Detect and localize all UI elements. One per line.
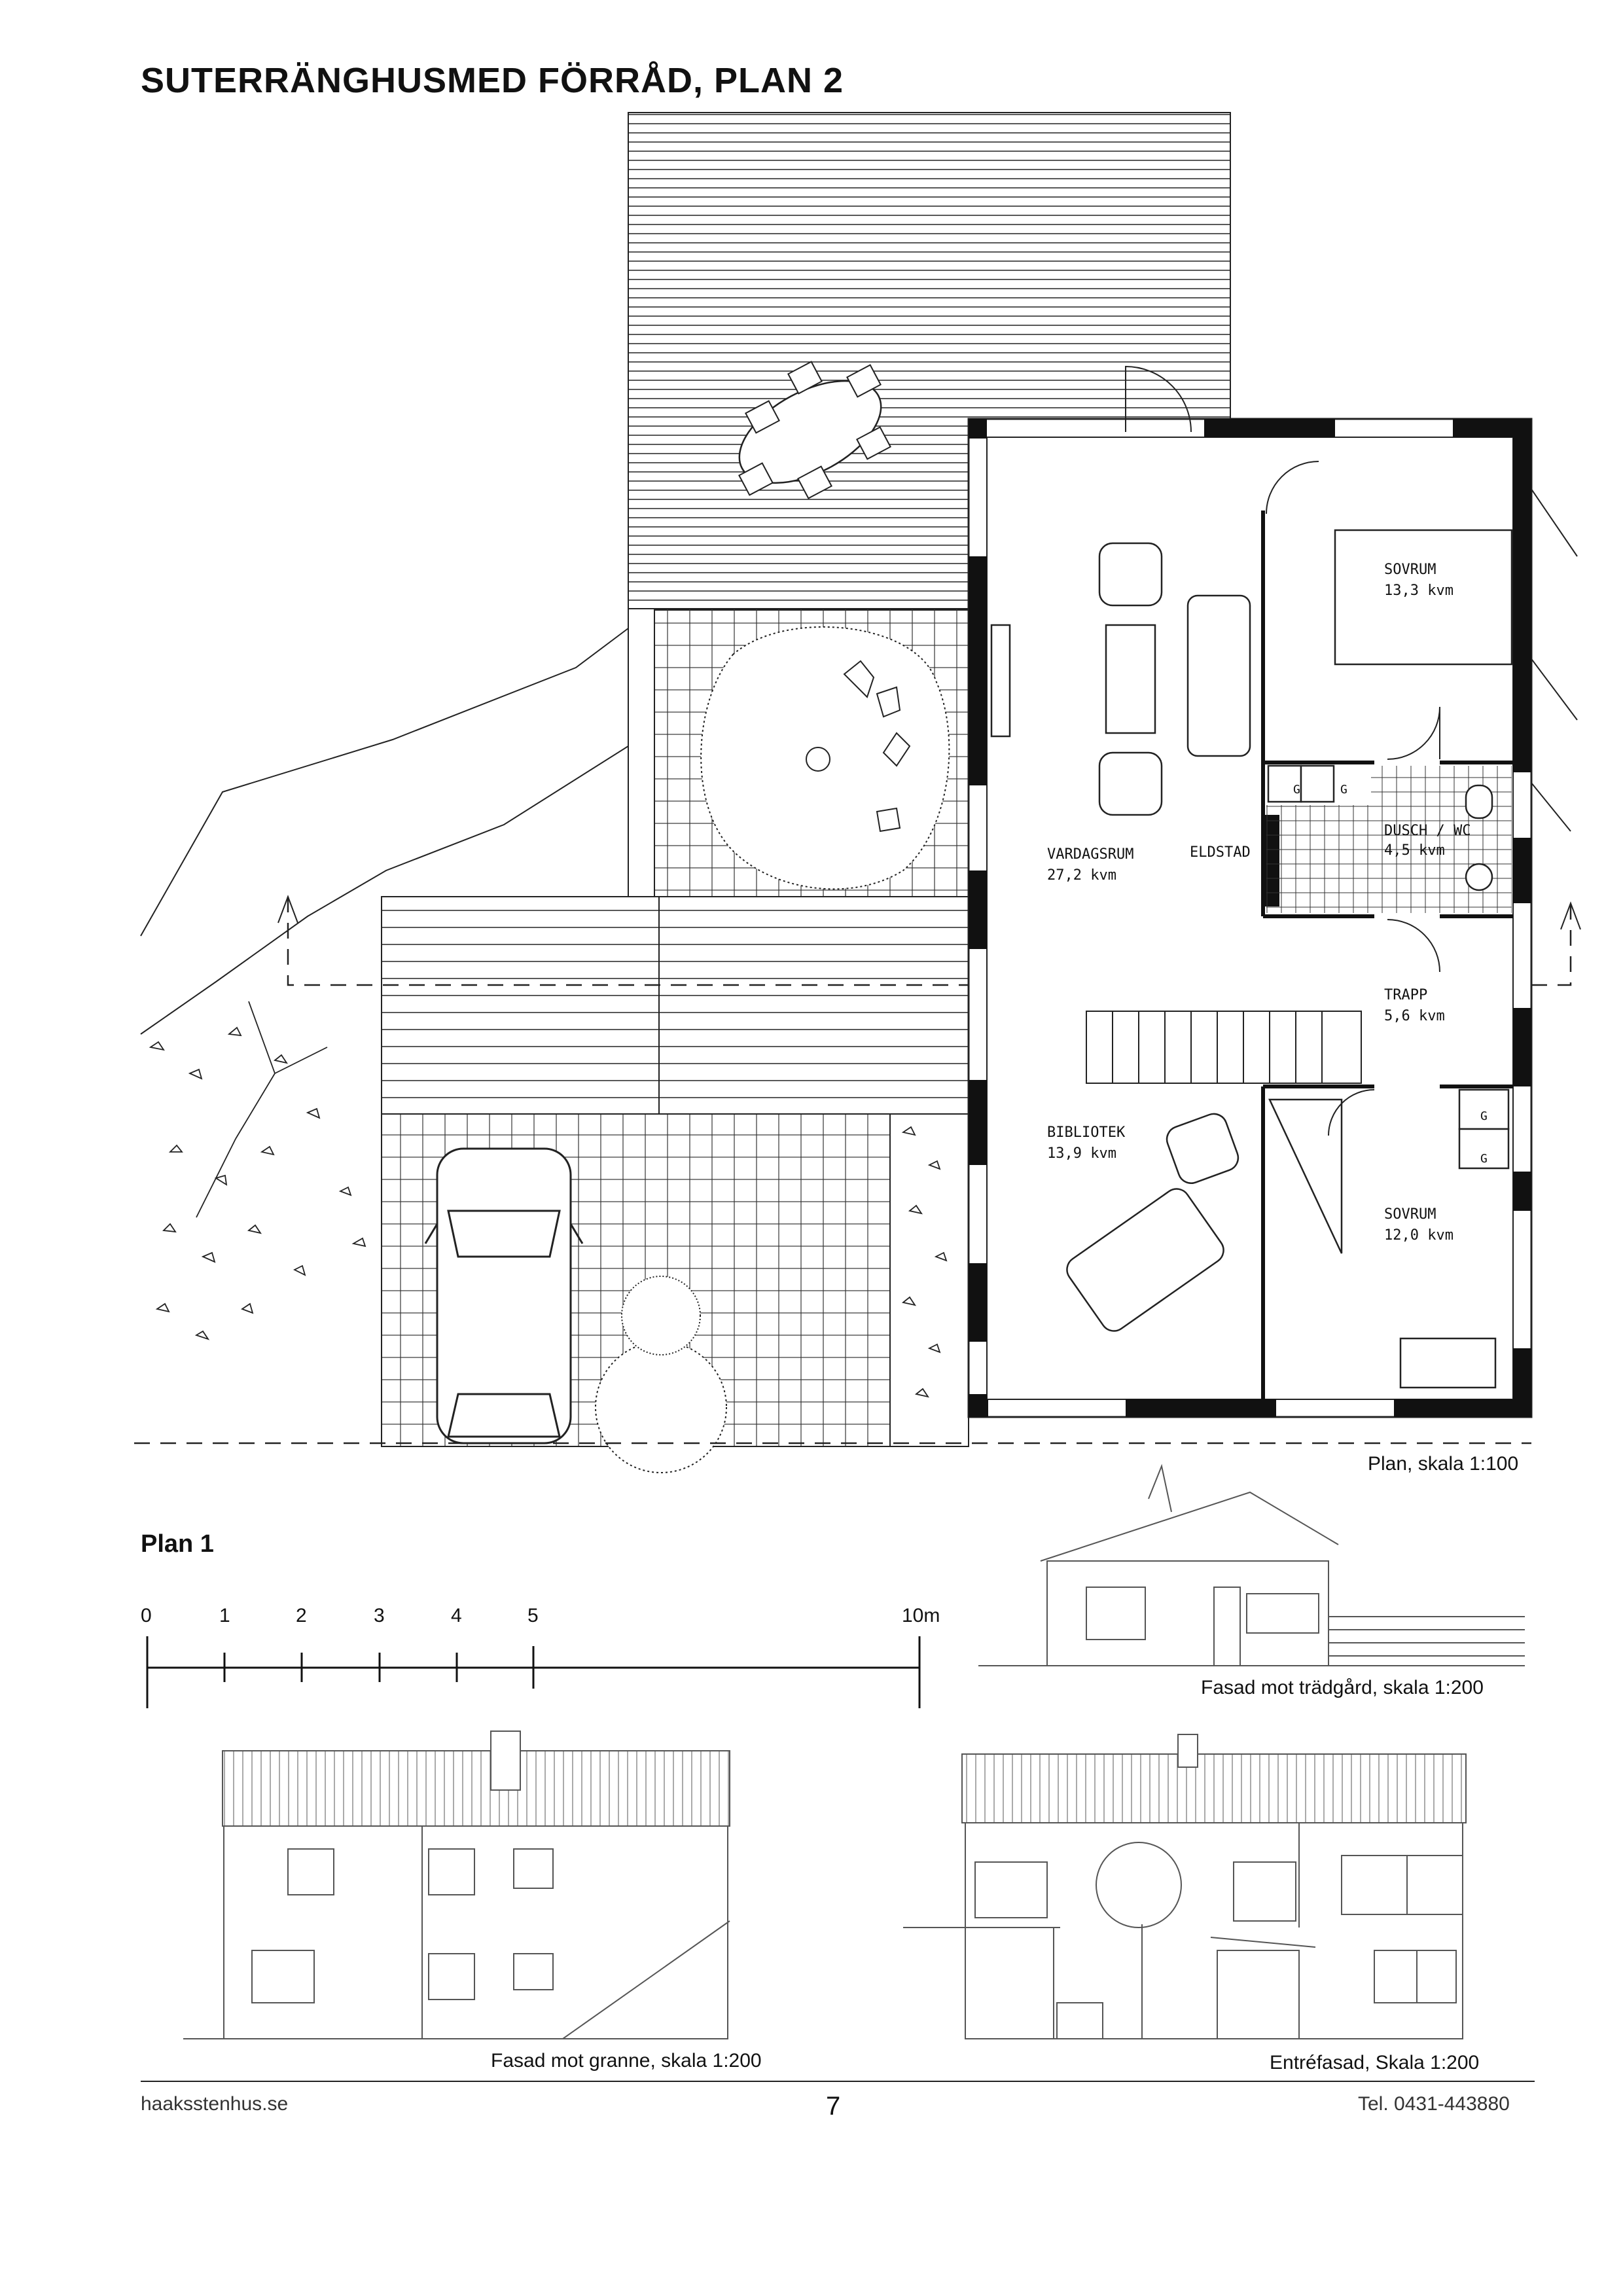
- plan-caption: Plan, skala 1:100: [1368, 1453, 1519, 1475]
- scale-bar: [146, 1636, 921, 1708]
- toilet: [1465, 784, 1493, 819]
- room-label-sovrum-2: SOVRUM 12,0 kvm: [1384, 1206, 1454, 1244]
- scale-tick-label: 4: [451, 1605, 462, 1626]
- tv-unit: [990, 624, 1011, 738]
- reading-chair: [1166, 1113, 1240, 1184]
- house-walls: [967, 365, 1533, 1418]
- garden-facade: [978, 1463, 1525, 1666]
- carport-roof: [381, 896, 969, 1115]
- room-label-bibliotek: BIBLIOTEK 13,9 kvm: [1047, 1124, 1126, 1162]
- scale-heading: Plan 1: [141, 1530, 214, 1558]
- scale-tick-label: 3: [374, 1605, 385, 1626]
- room-label-trapp: TRAPP 5,6 kvm: [1384, 987, 1445, 1024]
- desk: [1399, 1337, 1497, 1389]
- armchair: [1098, 751, 1163, 816]
- scale-tick-label: 2: [296, 1605, 307, 1626]
- neighbour-facade-caption: Fasad mot granne, skala 1:200: [491, 2050, 762, 2072]
- wardrobe-label: G: [1480, 1109, 1488, 1123]
- terrain-contour: [1527, 778, 1571, 832]
- terrain-contour: [1527, 654, 1578, 721]
- sofa: [1186, 594, 1251, 757]
- neighbour-facade: [183, 1731, 730, 2039]
- garden-facade-caption: Fasad mot trädgård, skala 1:200: [1201, 1677, 1484, 1698]
- room-label-dusch-wc: DUSCH / WC 4,5 kvm: [1384, 823, 1471, 859]
- page-title: SUTERRÄNGHUSMED FÖRRÅD, PLAN 2: [141, 61, 844, 100]
- entrance-facade: [903, 1734, 1467, 2039]
- wardrobe: [1458, 1128, 1510, 1170]
- wardrobe-label: G: [1340, 783, 1347, 797]
- scale-tick-label: 0: [141, 1605, 152, 1626]
- dining-table: [738, 380, 882, 484]
- wardrobe: [1458, 1088, 1510, 1130]
- terrain-contour: [1527, 484, 1578, 557]
- page-number: 7: [826, 2092, 841, 2121]
- scale-tick-label: 5: [527, 1605, 539, 1626]
- armchair: [1098, 542, 1163, 607]
- left-tree: [149, 1001, 366, 1340]
- room-label-sovrum-1: SOVRUM 13,3 kvm: [1384, 562, 1454, 599]
- scale-tick-label: 1: [219, 1605, 230, 1626]
- shrub: [595, 1341, 727, 1473]
- garden-tree: [700, 626, 950, 890]
- shrub: [621, 1276, 701, 1355]
- staircase: [1086, 1011, 1362, 1084]
- entrance-facade-caption: Entréfasad, Skala 1:200: [1270, 2052, 1480, 2073]
- wardrobe-label: G: [1293, 783, 1300, 797]
- coffee-table: [1105, 624, 1156, 734]
- piano: [1066, 1188, 1224, 1332]
- footer-phone: Tel. 0431-443880: [1358, 2093, 1510, 2115]
- wardrobe-label: G: [1480, 1152, 1488, 1166]
- room-label-vardagsrum: VARDAGSRUM 27,2 kvm: [1047, 846, 1134, 884]
- wardrobe: [1300, 764, 1335, 803]
- terrain-contour: [140, 745, 629, 1035]
- scale-tick-label: 10m: [902, 1605, 940, 1626]
- bed: [1334, 529, 1513, 666]
- facade-tree: [1096, 1842, 1182, 1928]
- washbasin: [1465, 863, 1493, 891]
- terrain-contour: [140, 628, 629, 937]
- footer-website: haaksstenhus.se: [141, 2093, 289, 2115]
- car-icon: [424, 1147, 584, 1444]
- bathroom-floor: [1266, 805, 1371, 913]
- right-shrubs: [901, 1126, 948, 1398]
- room-label-eldstad: ELDSTAD: [1190, 844, 1251, 861]
